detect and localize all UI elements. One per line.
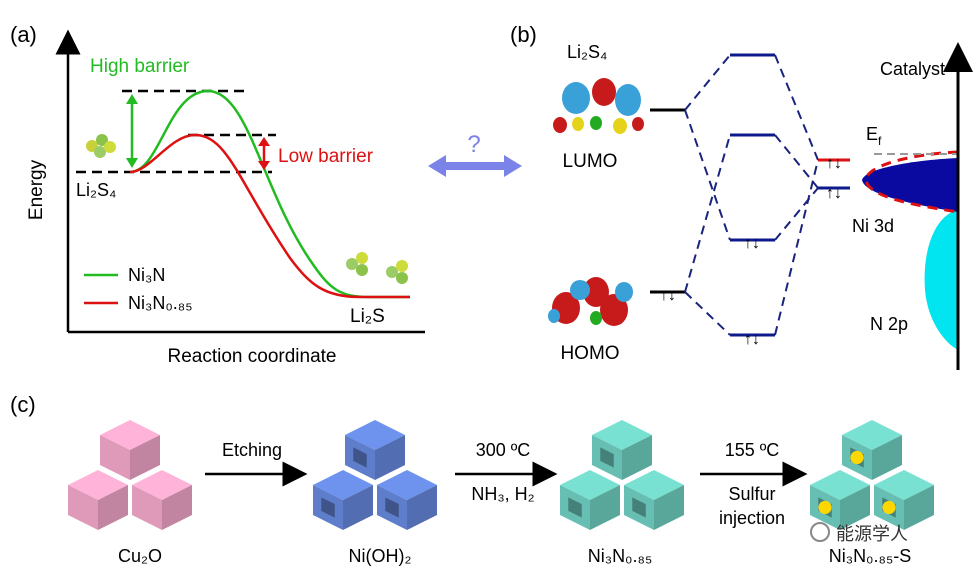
sulfur-cluster: [850, 450, 864, 465]
cube-hollow-opening: [632, 497, 646, 518]
cube-right-face: [98, 485, 128, 530]
ni3n085-curve: [129, 133, 410, 299]
cube-right-face: [840, 485, 870, 530]
ni3d-shifted-band-outline: [864, 150, 959, 214]
cube-right-face: [872, 435, 902, 480]
li2s-molecule-icon: [346, 252, 408, 284]
question-mark: ?: [467, 131, 480, 158]
cube-hollow-opening: [385, 497, 399, 518]
cube-right-face: [590, 485, 620, 530]
hybrid-4-electron-pair-icon: ↑↓: [744, 331, 760, 348]
cube-hollow-opening: [600, 447, 614, 468]
homo-label: HOMO: [560, 343, 619, 364]
li2s4-molecule-icon: [86, 134, 116, 158]
stage-cu2o-label: Cu₂O: [118, 546, 162, 566]
hybrid-3-electron-pair-icon: ↑↓: [744, 235, 760, 252]
product-label: Li₂S: [350, 306, 385, 327]
ni3n085-cubes-icon: [560, 420, 684, 530]
n2p-label: N 2p: [870, 314, 908, 334]
n2p-band-shape: [924, 210, 958, 350]
fermi-subscript: f: [878, 134, 882, 148]
cube-right-face: [130, 435, 160, 480]
link-arrow: ?: [428, 131, 522, 177]
sulfur-cluster: [882, 500, 896, 515]
double-arrow-icon: [428, 155, 522, 177]
high-barrier-label: High barrier: [90, 56, 190, 77]
cube-left-face: [100, 435, 130, 480]
cu2o-cubes-icon: [68, 420, 192, 530]
lumo-label: LUMO: [563, 151, 618, 172]
catalyst-blue-electron-pair-icon: ↑↓: [826, 185, 842, 202]
sulfur-cluster: [818, 500, 832, 515]
step3-bottom-label-2: injection: [719, 508, 785, 528]
step2-bottom-label: NH₃, H₂: [471, 484, 534, 504]
watermark: 能源学人: [810, 522, 908, 544]
low-barrier-label: Low barrier: [278, 146, 374, 167]
watermark-text: 能源学人: [836, 524, 908, 544]
cube-hollow-opening: [568, 497, 582, 518]
step3-bottom-label-1: Sulfur: [728, 484, 775, 504]
cube-hollow-opening: [321, 497, 335, 518]
panel-c-label: (c): [10, 392, 36, 417]
cube-right-face: [343, 485, 373, 530]
step3-top-label: 155 ºC: [725, 440, 780, 460]
step2-top-label: 300 ºC: [476, 440, 531, 460]
panel-b-label: (b): [510, 22, 537, 47]
legend-ni3n085-label: Ni₃N₀.₈₅: [128, 293, 193, 313]
cube-hollow-opening: [353, 447, 367, 468]
cube-left-face: [68, 485, 98, 530]
fermi-label: E: [866, 124, 878, 144]
catalyst-red-electron-pair-icon: ↑↓: [826, 155, 842, 172]
ni3n085-s-cubes-icon: [810, 420, 934, 530]
panel-b: (b) Li₂S₄ LUMO HOMO ↑↓: [510, 22, 973, 370]
high-barrier-arrowhead-down: [126, 158, 138, 168]
ni3d-label: Ni 3d: [852, 216, 894, 236]
y-axis-label: Energy: [26, 159, 47, 220]
reactant-label: Li₂S₄: [76, 180, 116, 200]
low-barrier-arrowhead-up: [258, 137, 270, 146]
stage-nioh2-label: Ni(OH)₂: [349, 546, 412, 566]
cube-right-face: [654, 485, 684, 530]
cube-right-face: [375, 435, 405, 480]
homo-electron-pair-icon: ↑↓: [660, 287, 676, 304]
stage-ni3n085-s-label: Ni₃N₀.₈₅-S: [829, 546, 912, 566]
cube-right-face: [162, 485, 192, 530]
legend-ni3n-label: Ni₃N: [128, 265, 165, 285]
panel-a: (a) Energy Reaction coordinate High barr…: [10, 22, 425, 367]
lumo-orbital-image: [553, 78, 644, 134]
panel-c: (c) Cu₂O Ni(OH)₂ Ni₃N₀.₈₅ Ni₃N₀.₈₅-S Etc…: [10, 392, 934, 566]
panel-a-label: (a): [10, 22, 37, 47]
x-axis-label: Reaction coordinate: [168, 346, 337, 367]
molecule-label: Li₂S₄: [567, 42, 607, 62]
correlation-lines: [684, 54, 819, 336]
homo-orbital-image: [548, 277, 633, 326]
cube-right-face: [407, 485, 437, 530]
low-barrier-arrowhead-down: [258, 161, 270, 170]
nioh2-cubes-icon: [313, 420, 437, 530]
ni3n-curve: [129, 89, 410, 299]
ni3d-band-shape: [862, 158, 958, 212]
high-barrier-arrowhead-up: [126, 94, 138, 104]
wechat-icon: [810, 522, 830, 542]
cube-right-face: [622, 435, 652, 480]
cube-right-face: [904, 485, 934, 530]
step1-top-label: Etching: [222, 440, 282, 460]
stage-ni3n085-label: Ni₃N₀.₈₅: [588, 546, 653, 566]
catalyst-label: Catalyst: [880, 59, 945, 79]
cube-left-face: [132, 485, 162, 530]
